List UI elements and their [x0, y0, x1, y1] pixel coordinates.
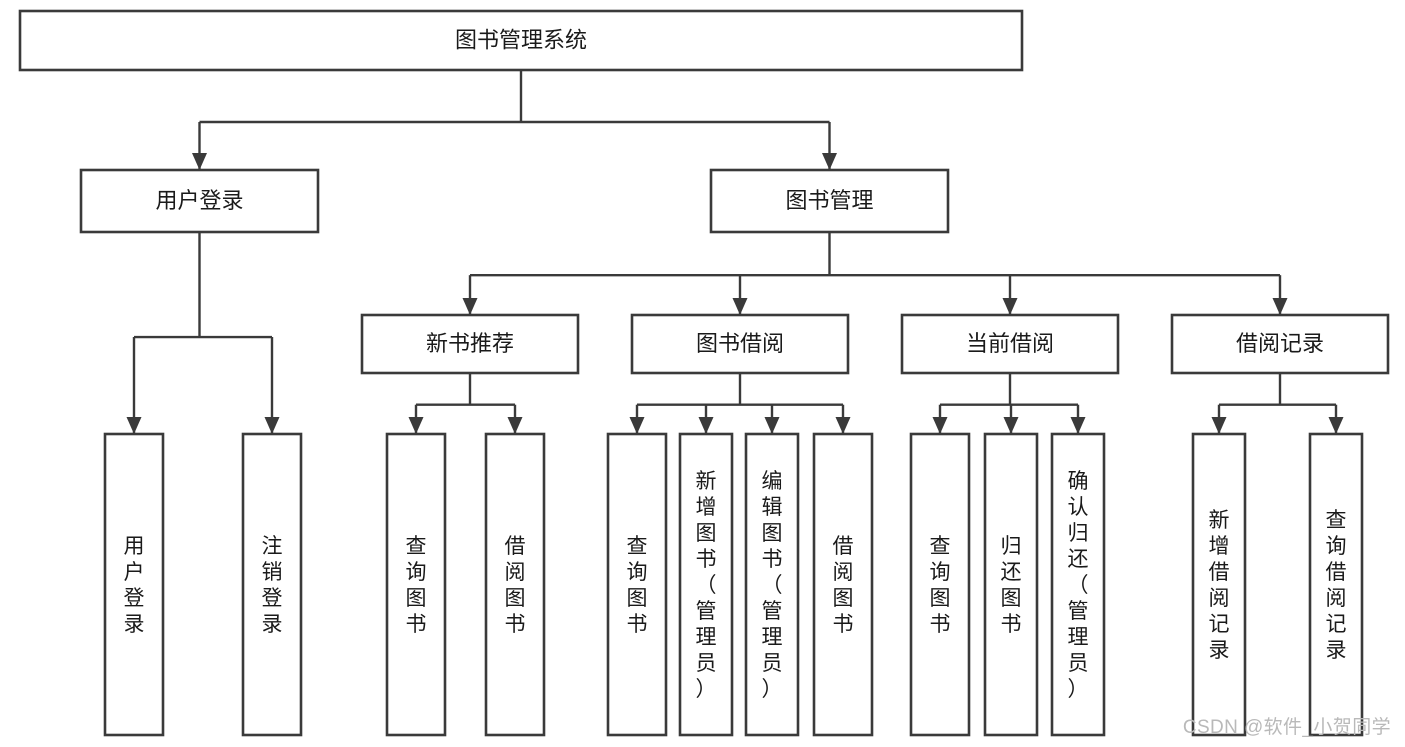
node-label-book-manage: 图书管理	[785, 188, 873, 213]
node-box-leaf-user-login[interactable]	[103, 432, 165, 737]
node-label-root: 图书管理系统	[455, 27, 587, 52]
node-user-login[interactable]: 用户登录	[79, 168, 320, 234]
node-leaf-user-logout[interactable]: 注销登录	[241, 432, 303, 737]
node-layer: 图书管理系统用户登录图书管理新书推荐图书借阅当前借阅借阅记录用户登录注销登录查询…	[18, 9, 1390, 737]
node-label-leaf-edit-book: 编辑图书（管理员）	[762, 470, 783, 701]
node-box-leaf-borrow-book-2[interactable]	[812, 432, 874, 737]
node-new-book-rec[interactable]: 新书推荐	[360, 313, 580, 375]
node-label-leaf-query-record: 查询借阅记录	[1326, 509, 1347, 662]
node-leaf-query-record[interactable]: 查询借阅记录	[1308, 432, 1364, 737]
node-leaf-return-book[interactable]: 归还图书	[983, 432, 1039, 737]
node-label-leaf-query-book-1: 查询图书	[406, 535, 427, 636]
node-leaf-edit-book[interactable]: 编辑图书（管理员）	[744, 432, 800, 737]
node-box-user-login[interactable]	[79, 168, 320, 234]
node-leaf-add-record[interactable]: 新增借阅记录	[1191, 432, 1247, 737]
node-box-leaf-query-book-1[interactable]	[385, 432, 447, 737]
node-box-book-manage[interactable]	[709, 168, 950, 234]
node-leaf-user-login[interactable]: 用户登录	[103, 432, 165, 737]
node-box-leaf-add-record[interactable]	[1191, 432, 1247, 737]
node-book-manage[interactable]: 图书管理	[709, 168, 950, 234]
node-box-current-borrow[interactable]	[900, 313, 1120, 375]
node-box-book-borrow[interactable]	[630, 313, 850, 375]
node-leaf-confirm-return[interactable]: 确认归还（管理员）	[1050, 432, 1106, 737]
connector-layer	[126, 70, 1344, 434]
node-box-leaf-edit-book[interactable]	[744, 432, 800, 737]
node-leaf-borrow-book-1[interactable]: 借阅图书	[484, 432, 546, 737]
node-label-leaf-user-login: 用户登录	[124, 535, 145, 636]
csdn-watermark: CSDN @软件_小贺同学	[1182, 717, 1391, 738]
node-borrow-record[interactable]: 借阅记录	[1170, 313, 1390, 375]
node-box-borrow-record[interactable]	[1170, 313, 1390, 375]
node-box-leaf-query-book-2[interactable]	[606, 432, 668, 737]
node-label-leaf-confirm-return: 确认归还（管理员）	[1068, 470, 1089, 701]
node-leaf-borrow-book-2[interactable]: 借阅图书	[812, 432, 874, 737]
node-label-book-borrow: 图书借阅	[696, 331, 784, 356]
node-leaf-query-book-2[interactable]: 查询图书	[606, 432, 668, 737]
node-box-root[interactable]	[18, 9, 1024, 72]
node-box-leaf-query-book-3[interactable]	[909, 432, 971, 737]
node-label-leaf-borrow-book-1: 借阅图书	[505, 535, 526, 636]
node-label-new-book-rec: 新书推荐	[426, 331, 514, 356]
node-box-leaf-confirm-return[interactable]	[1050, 432, 1106, 737]
node-label-borrow-record: 借阅记录	[1236, 331, 1324, 356]
node-leaf-query-book-3[interactable]: 查询图书	[909, 432, 971, 737]
node-box-leaf-add-book[interactable]	[678, 432, 734, 737]
node-label-leaf-add-record: 新增借阅记录	[1209, 509, 1230, 662]
node-current-borrow[interactable]: 当前借阅	[900, 313, 1120, 375]
node-box-leaf-query-record[interactable]	[1308, 432, 1364, 737]
node-box-new-book-rec[interactable]	[360, 313, 580, 375]
node-box-leaf-return-book[interactable]	[983, 432, 1039, 737]
node-box-leaf-borrow-book-1[interactable]	[484, 432, 546, 737]
node-label-leaf-add-book: 新增图书（管理员）	[696, 470, 717, 701]
node-label-leaf-borrow-book-2: 借阅图书	[833, 535, 854, 636]
node-label-leaf-user-logout: 注销登录	[262, 535, 283, 636]
node-box-leaf-user-logout[interactable]	[241, 432, 303, 737]
node-leaf-add-book[interactable]: 新增图书（管理员）	[678, 432, 734, 737]
node-label-current-borrow: 当前借阅	[966, 331, 1054, 356]
node-label-leaf-query-book-3: 查询图书	[930, 535, 951, 636]
node-leaf-query-book-1[interactable]: 查询图书	[385, 432, 447, 737]
node-book-borrow[interactable]: 图书借阅	[630, 313, 850, 375]
node-root[interactable]: 图书管理系统	[18, 9, 1024, 72]
node-label-leaf-return-book: 归还图书	[1001, 535, 1022, 636]
node-label-leaf-query-book-2: 查询图书	[627, 535, 648, 636]
node-label-user-login: 用户登录	[155, 188, 243, 213]
